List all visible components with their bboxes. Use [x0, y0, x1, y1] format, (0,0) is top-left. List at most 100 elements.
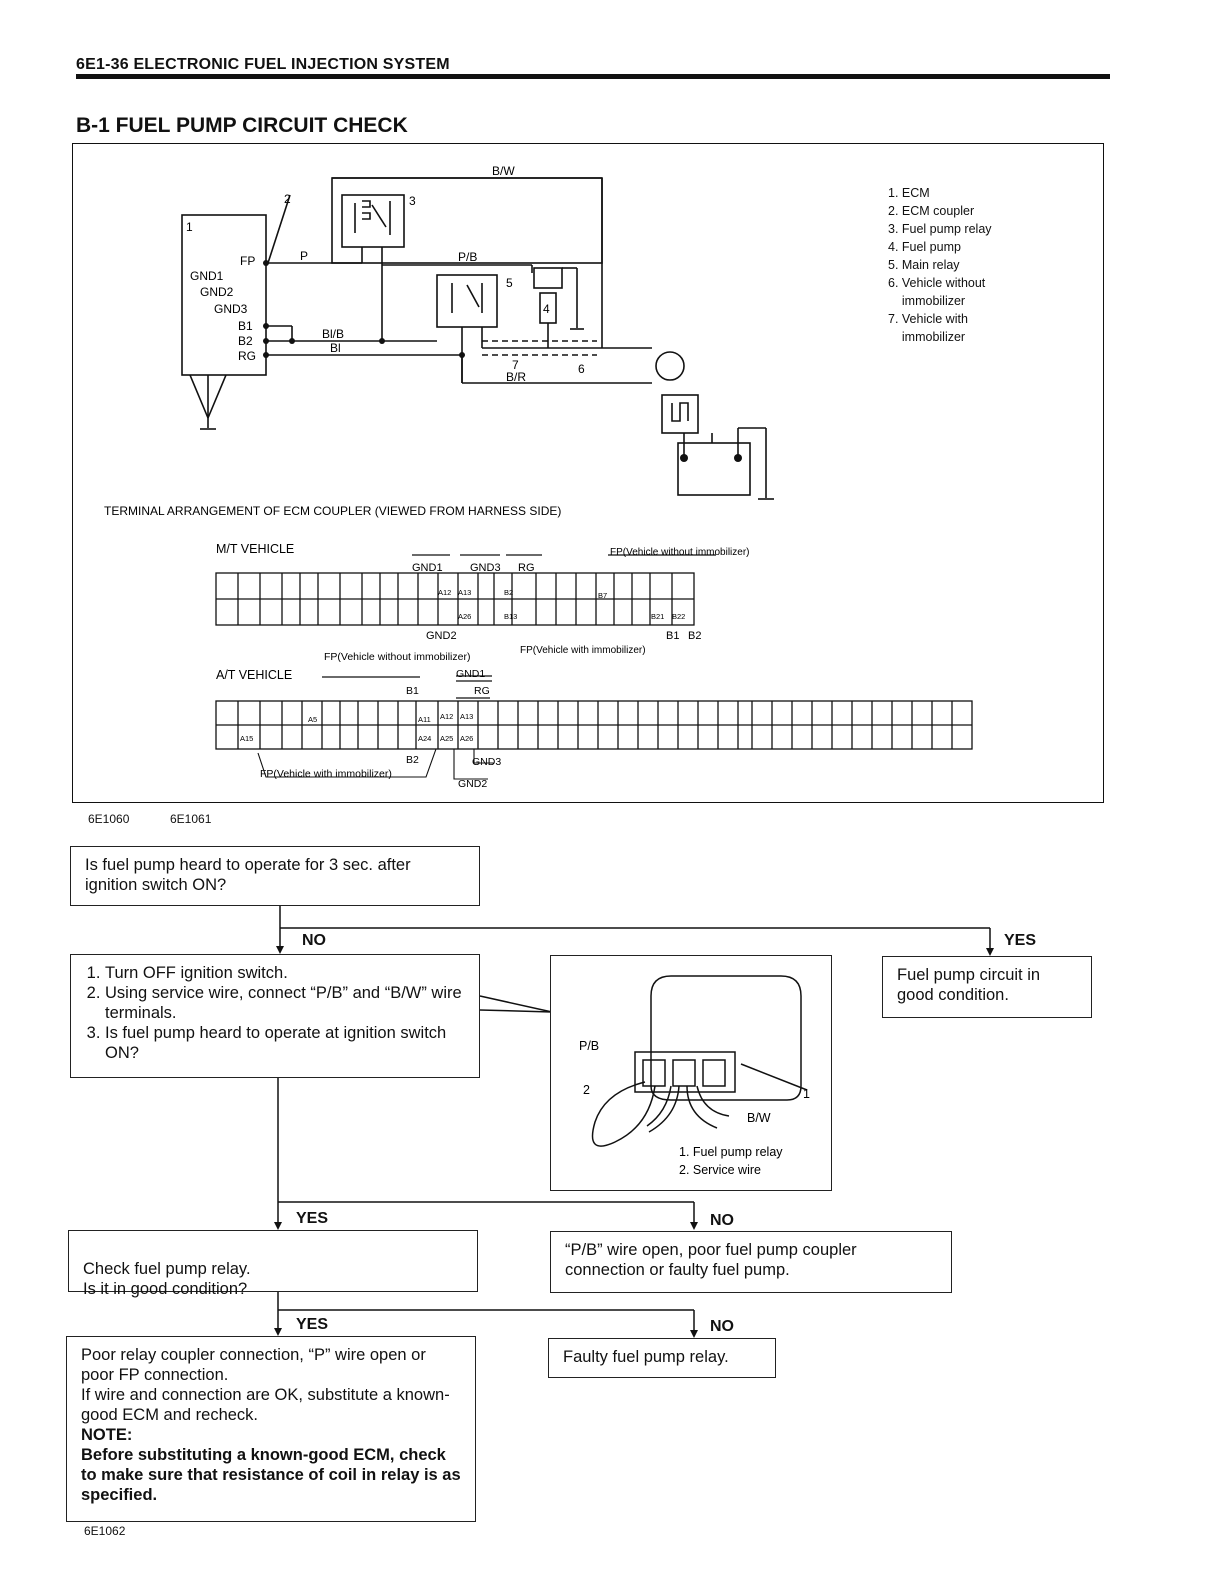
page-header: 6E1-36 ELECTRONIC FUEL INJECTION SYSTEM	[76, 56, 450, 73]
mt-connector	[215, 554, 716, 626]
note-text: Before substituting a known-good ECM, ch…	[81, 1446, 461, 1504]
legend-item: 2. ECM coupler	[888, 204, 975, 218]
legend-item: 1. ECM	[888, 186, 930, 200]
wire-label-br: B/R	[506, 370, 526, 384]
step-item: Is fuel pump heard to operate at ignitio…	[105, 1023, 465, 1063]
mt-pin-b22: B22	[672, 612, 685, 621]
at-callout-gnd2: GND2	[458, 778, 487, 790]
wire-label-p: P	[300, 249, 308, 263]
header-rule	[76, 74, 1110, 79]
legend-item: 5. Main relay	[888, 258, 960, 272]
mt-callout-b1: B1	[666, 630, 679, 642]
poor-relay-text: Poor relay coupler connection, “P” wire …	[81, 1346, 426, 1384]
wire-label-bw: B/W	[492, 164, 515, 178]
relay-label-bw: B/W	[747, 1111, 771, 1125]
ecm-terminal-gnd1: GND1	[190, 269, 224, 283]
legend-item: 6. Vehicle without immobilizer	[888, 276, 986, 308]
relay-caption-2: 2. Service wire	[679, 1163, 761, 1177]
relay-figure: P/B B/W 1 2 1. Fuel pump relay 2. Servic…	[550, 955, 832, 1191]
legend-item: 7. Vehicle with immobilizer	[888, 312, 968, 344]
mt-pin-b21: B21	[651, 612, 664, 621]
note-label: NOTE:	[81, 1426, 133, 1444]
diagram-legend: 1. ECM 2. ECM coupler 3. Fuel pump relay…	[888, 184, 992, 346]
diagram-frame	[72, 143, 1104, 803]
mt-callout-rg: RG	[518, 562, 535, 574]
step-item: Turn OFF ignition switch.	[105, 963, 465, 983]
ecm-box	[181, 214, 267, 376]
mt-callout-gnd3: GND3	[470, 562, 501, 574]
good-text: Fuel pump circuit in good condition.	[897, 966, 1041, 1004]
pb-open-box: “P/B” wire open, poor fuel pump coupler …	[550, 1231, 952, 1293]
faulty-relay-box: Faulty fuel pump relay.	[548, 1338, 776, 1378]
branch-no-1: NO	[302, 932, 326, 949]
at-callout-b2: B2	[406, 754, 419, 766]
ecm-terminal-b2: B2	[238, 334, 253, 348]
at-pin-a24: A24	[418, 734, 431, 743]
figure-id-bottom: 6E1062	[84, 1524, 126, 1538]
callout-7: 7	[512, 358, 519, 372]
ecm-terminal-rg: RG	[238, 349, 256, 363]
question-box-1: Is fuel pump heard to operate for 3 sec.…	[70, 846, 480, 906]
section-title: B-1 FUEL PUMP CIRCUIT CHECK	[76, 114, 408, 137]
callout-6: 6	[578, 362, 585, 376]
at-pin-a11: A11	[418, 715, 431, 724]
at-pin-a26: A26	[460, 734, 473, 743]
legend-item: 3. Fuel pump relay	[888, 222, 992, 236]
ecm-terminal-gnd3: GND3	[214, 302, 248, 316]
at-label: A/T VEHICLE	[216, 668, 292, 682]
mt-label: M/T VEHICLE	[216, 542, 294, 556]
at-connector	[215, 675, 973, 750]
wire-label-blb: Bl/B	[322, 327, 344, 341]
branch-yes-1: YES	[1004, 932, 1037, 949]
wire-label-bl: Bl	[330, 341, 341, 355]
relay-callout-2: 2	[583, 1083, 590, 1097]
figure-id: 6E1060	[88, 812, 130, 826]
callout-1: 1	[186, 220, 193, 234]
question-1: Is fuel pump heard to operate for 3 sec.…	[85, 856, 411, 894]
relay-drawing: P/B B/W 1 2 1. Fuel pump relay 2. Servic…	[579, 975, 810, 1177]
at-pin-a15: A15	[240, 734, 253, 743]
mt-callout-fp-with: FP(Vehicle with immobilizer)	[520, 645, 646, 656]
legend-item: 4. Fuel pump	[888, 240, 961, 254]
at-callout-gnd1: GND1	[456, 668, 485, 680]
at-callout-gnd3: GND3	[472, 756, 501, 768]
figure-id: 6E1061	[170, 812, 212, 826]
branch-no-3: NO	[710, 1318, 734, 1335]
ecm-terminal-gnd2: GND2	[200, 285, 234, 299]
mt-pin-a12: A12	[438, 588, 451, 597]
at-pin-a12: A12	[440, 712, 453, 721]
terminal-heading: TERMINAL ARRANGEMENT OF ECM COUPLER (VIE…	[104, 504, 561, 518]
faulty-relay-text: Faulty fuel pump relay.	[563, 1348, 729, 1366]
callout-4: 4	[543, 302, 550, 316]
ecm-terminal-fp: FP	[240, 254, 255, 268]
callout-2: 2	[284, 192, 291, 206]
mt-pin-a26: A26	[458, 612, 471, 621]
mt-pin-b7: B7	[598, 591, 607, 600]
relay-caption-1: 1. Fuel pump relay	[679, 1145, 783, 1159]
substitute-text: If wire and connection are OK, substitut…	[81, 1386, 450, 1424]
step-item: Using service wire, connect “P/B” and “B…	[105, 983, 465, 1023]
at-callout-b1: B1	[406, 685, 419, 697]
steps-box: Turn OFF ignition switch. Using service …	[70, 954, 480, 1078]
steps-list: Turn OFF ignition switch. Using service …	[85, 963, 465, 1063]
check-relay-box: Check fuel pump relay. Is it in good con…	[68, 1230, 478, 1298]
pb-open-text: “P/B” wire open, poor fuel pump coupler …	[565, 1241, 857, 1279]
wire-label-pb: P/B	[458, 250, 477, 264]
mt-callout-gnd2: GND2	[426, 630, 457, 642]
check-relay-text: Check fuel pump relay. Is it in good con…	[83, 1260, 251, 1298]
mt-callout-b2: B2	[688, 630, 701, 642]
callout-5: 5	[506, 276, 513, 290]
branch-no-2: NO	[710, 1212, 734, 1229]
mt-pin-b13: B13	[504, 612, 517, 621]
at-pin-a13: A13	[460, 712, 473, 721]
at-callout-fp-without: FP(Vehicle without immobilizer)	[324, 651, 470, 663]
branch-yes-2: YES	[296, 1210, 329, 1227]
poor-relay-box: Poor relay coupler connection, “P” wire …	[66, 1336, 476, 1522]
mt-callout-gnd1: GND1	[412, 562, 443, 574]
callout-3: 3	[409, 194, 416, 208]
mt-pin-b2: B2	[504, 588, 513, 597]
at-callout-rg: RG	[474, 685, 490, 697]
relay-callout-1: 1	[803, 1087, 810, 1101]
mt-pin-a13: A13	[458, 588, 471, 597]
